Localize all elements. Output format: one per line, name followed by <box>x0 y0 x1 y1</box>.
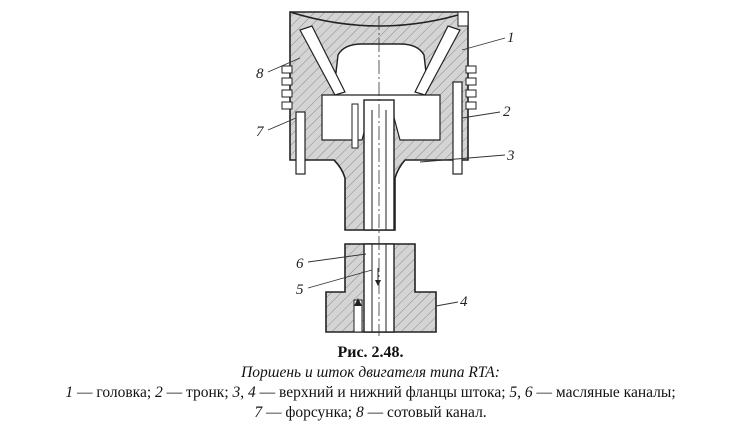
legend-text: — сотовый канал. <box>363 404 487 421</box>
legend-num: 6 <box>524 384 533 401</box>
legend-num: 7 <box>254 404 263 421</box>
piston-rod-drawing: 1 2 3 4 5 6 7 8 <box>256 11 515 336</box>
callout-2: 2 <box>503 104 511 120</box>
legend-text: , <box>517 384 525 401</box>
legend-text: , <box>240 384 249 401</box>
legend-num: 3 <box>232 384 241 401</box>
legend-num: 8 <box>355 404 364 421</box>
callout-4: 4 <box>460 294 468 310</box>
legend-line-2: 7 — форсунка; 8 — сотовый канал. <box>0 403 741 423</box>
legend-text: — форсунка; <box>262 404 356 421</box>
figure-caption: Рис. 2.48. Поршень и шток двигателя типа… <box>0 343 741 423</box>
legend-num: 1 <box>65 384 74 401</box>
leader-lines <box>267 37 506 307</box>
legend-line-1: 1 — головка; 2 — тронк; 3, 4 — верхний и… <box>0 383 741 403</box>
legend-text: — головка; <box>73 384 156 401</box>
legend-num: 5 <box>509 384 518 401</box>
figure-number: Рис. 2.48. <box>337 344 404 361</box>
callout-7: 7 <box>256 124 265 140</box>
legend-num: 4 <box>248 384 256 401</box>
callout-5: 5 <box>296 282 304 298</box>
callout-8: 8 <box>256 66 264 82</box>
callout-6: 6 <box>296 256 304 272</box>
legend-text: — тронк; <box>162 384 233 401</box>
callout-1: 1 <box>507 30 515 46</box>
legend-text: — масляные каналы; <box>532 384 676 401</box>
legend-text: — верхний и нижний фланцы штока; <box>255 384 510 401</box>
legend-num: 2 <box>155 384 163 401</box>
figure-title: Поршень и шток двигателя типа RTA: <box>241 364 500 381</box>
callout-3: 3 <box>506 148 515 164</box>
